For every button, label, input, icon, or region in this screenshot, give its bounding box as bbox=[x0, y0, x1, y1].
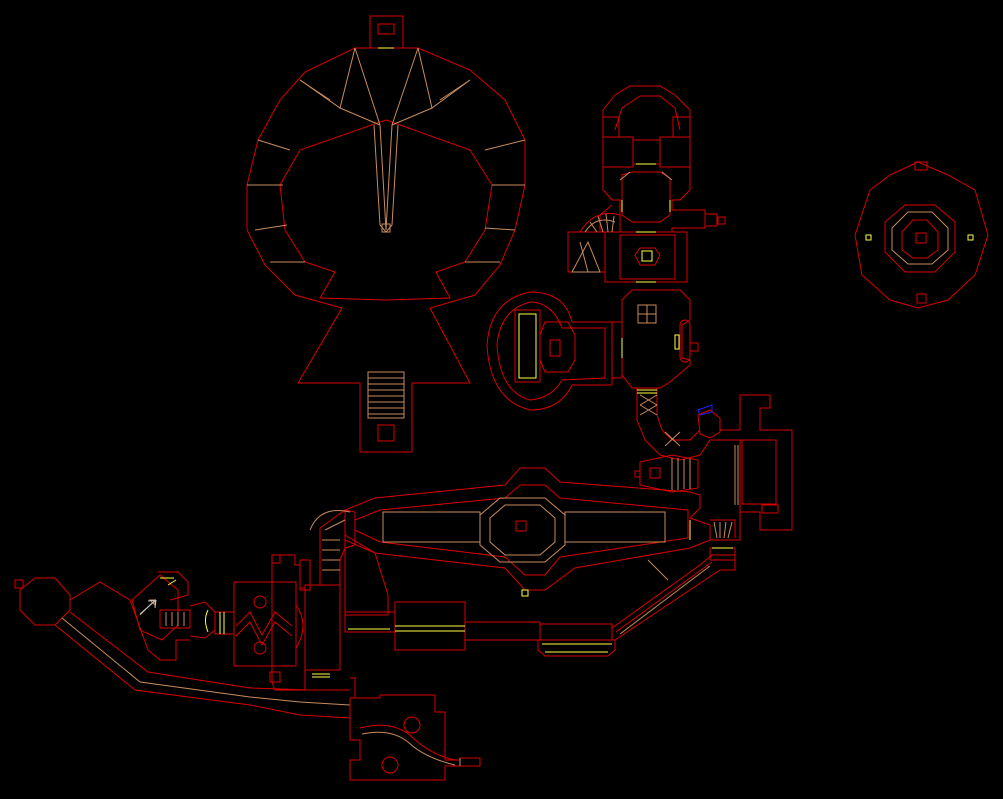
player-arrow-icon bbox=[139, 599, 157, 615]
horseshoe-inner-steps bbox=[247, 47, 526, 419]
octagon-chamber bbox=[854, 161, 989, 309]
central-hall bbox=[344, 467, 711, 597]
north-temple bbox=[567, 85, 726, 283]
east-annex bbox=[634, 439, 741, 541]
west-round-room bbox=[486, 289, 699, 411]
west-octagon bbox=[14, 571, 235, 661]
south-corridor bbox=[54, 611, 481, 781]
southeast-bridge bbox=[611, 547, 736, 641]
crusher-room bbox=[233, 554, 306, 691]
south-west-wing bbox=[299, 509, 616, 678]
temple-doors bbox=[621, 163, 671, 283]
horseshoe-arena bbox=[246, 15, 526, 453]
temple-walls bbox=[567, 85, 726, 283]
connector-passage bbox=[636, 388, 793, 531]
horseshoe-outer-wall bbox=[246, 15, 526, 453]
